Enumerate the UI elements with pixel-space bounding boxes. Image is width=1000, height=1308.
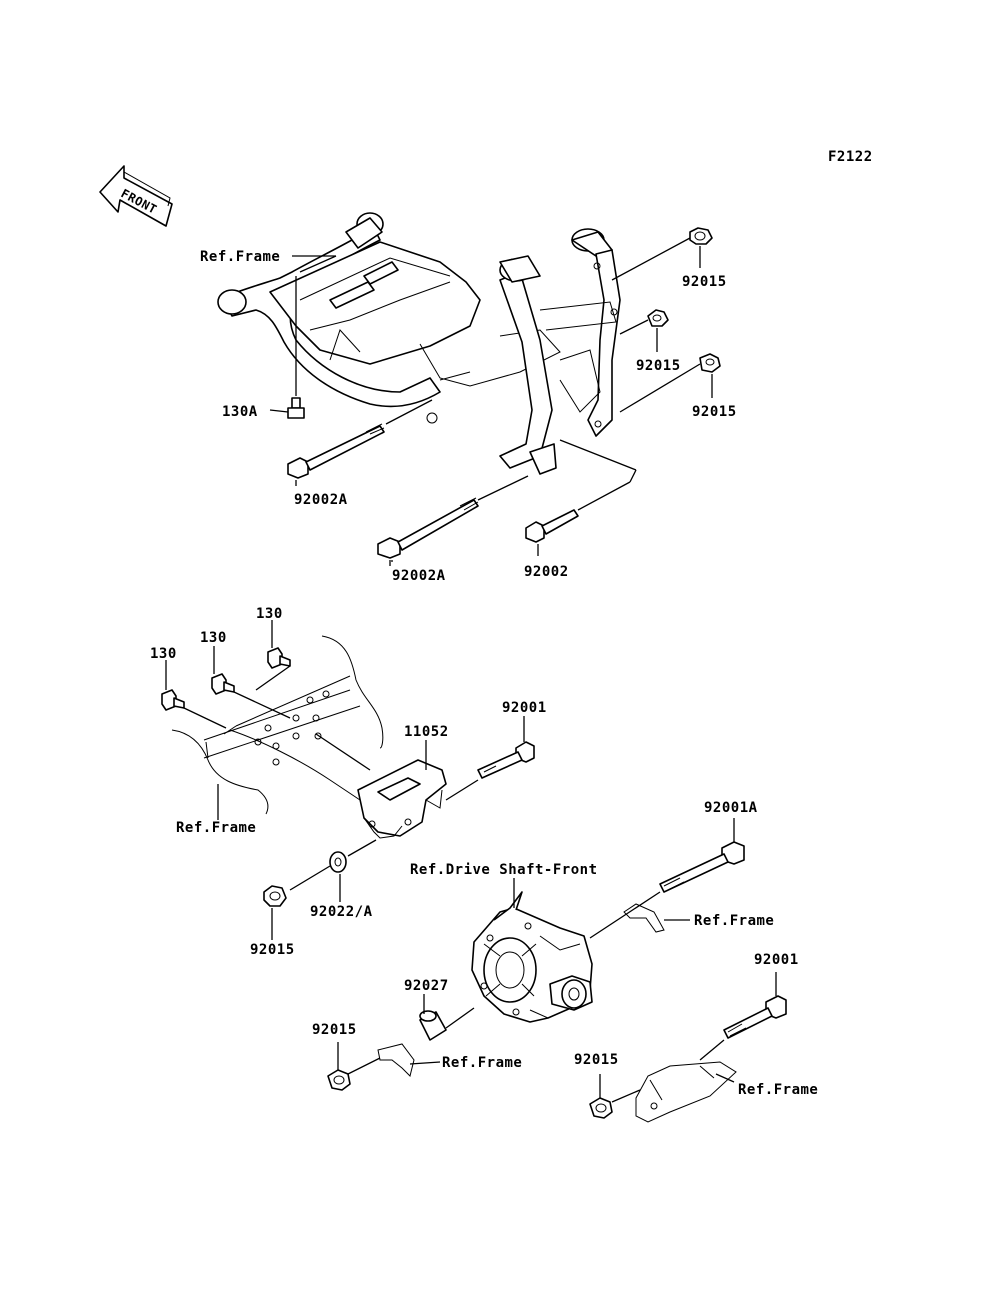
bolt-92001-b[interactable] [723, 995, 787, 1039]
figure-code: F2122 [828, 149, 873, 165]
label-92015-d[interactable]: 92015 [250, 942, 295, 958]
front-arrow-icon: FRONT [99, 165, 173, 227]
label-ref-frame-bottom[interactable]: Ref.Frame [442, 1055, 522, 1071]
label-ref-frame-bottom-right[interactable]: Ref.Frame [738, 1082, 818, 1098]
label-92015-e[interactable]: 92015 [312, 1022, 357, 1038]
label-130a[interactable]: 130A [222, 404, 258, 420]
part-labels: Ref.Frame 92015 92015 92015 130A 92002A … [150, 249, 818, 1098]
bolt-130-c[interactable] [161, 689, 185, 711]
bolt-92001-a[interactable] [477, 741, 535, 779]
label-ref-frame-top[interactable]: Ref.Frame [200, 249, 280, 265]
frame-crossmember-drawing [171, 635, 384, 815]
label-130-b[interactable]: 130 [200, 630, 227, 646]
bolt-130a[interactable] [287, 397, 305, 419]
label-92001a[interactable]: 92001A [704, 800, 758, 816]
label-130-a[interactable]: 130 [256, 606, 283, 622]
bolt-92002[interactable] [525, 509, 579, 543]
label-ref-frame-mid[interactable]: Ref.Frame [176, 820, 256, 836]
bracket-11052[interactable] [357, 759, 447, 839]
frame-bracket-bottom-right [635, 1061, 737, 1123]
nut-92015-f[interactable] [589, 1097, 613, 1119]
bolt-92002a-b[interactable] [377, 497, 479, 559]
leader-lines-middle [165, 620, 525, 940]
label-ref-frame-right[interactable]: Ref.Frame [694, 913, 774, 929]
label-92015-b[interactable]: 92015 [636, 358, 681, 374]
nut-92015-e[interactable] [327, 1069, 351, 1091]
frame-bracket-right [623, 903, 665, 933]
label-92001-b[interactable]: 92001 [754, 952, 799, 968]
bolt-130-a[interactable] [267, 647, 291, 669]
nut-92015-a[interactable] [689, 227, 713, 245]
leader-lines-top [269, 237, 713, 566]
label-92002a-a[interactable]: 92002A [294, 492, 348, 508]
frame-subframe-drawing [217, 212, 621, 475]
nut-92015-b[interactable] [647, 309, 669, 327]
label-92015-a[interactable]: 92015 [682, 274, 727, 290]
front-final-drive[interactable] [471, 891, 593, 1023]
frame-bracket-bottom [377, 1043, 415, 1077]
bolt-92002a-a[interactable] [287, 423, 385, 479]
label-92002a-b[interactable]: 92002A [392, 568, 446, 584]
washer-92022a[interactable] [329, 851, 347, 873]
collar-92027[interactable] [419, 1010, 447, 1041]
bolt-130-b[interactable] [211, 673, 235, 695]
label-92015-c[interactable]: 92015 [692, 404, 737, 420]
label-92001-a[interactable]: 92001 [502, 700, 547, 716]
label-92015-f[interactable]: 92015 [574, 1052, 619, 1068]
label-11052[interactable]: 11052 [404, 724, 449, 740]
bolt-92001a[interactable] [659, 841, 745, 893]
label-130-c[interactable]: 130 [150, 646, 177, 662]
nut-92015-c[interactable] [699, 353, 721, 373]
label-92002[interactable]: 92002 [524, 564, 569, 580]
label-92022a[interactable]: 92022/A [310, 904, 373, 920]
nut-92015-d[interactable] [263, 885, 287, 907]
leader-lines-lower [337, 818, 777, 1103]
label-ref-drive-shaft[interactable]: Ref.Drive Shaft-Front [410, 862, 598, 878]
label-92027[interactable]: 92027 [404, 978, 449, 994]
